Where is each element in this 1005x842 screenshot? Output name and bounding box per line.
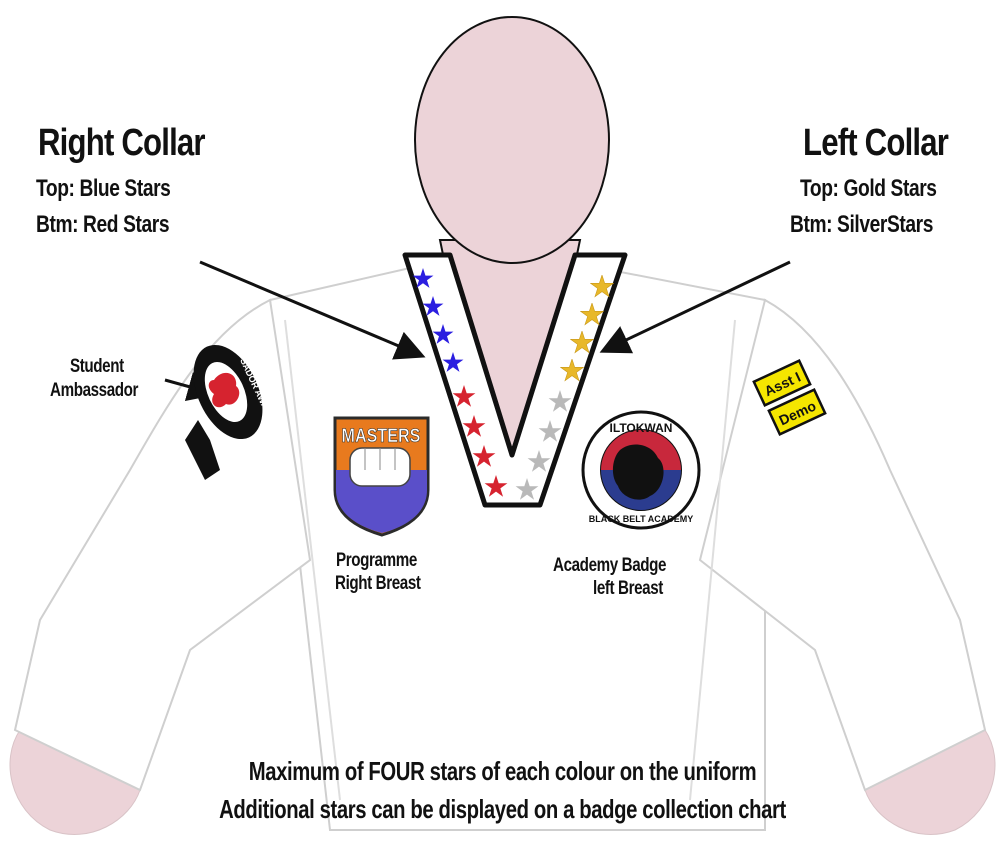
programme-label-line1: Programme <box>336 550 417 572</box>
left-collar-title: Left Collar <box>803 122 948 166</box>
right-sleeve <box>15 300 310 790</box>
right-collar-title: Right Collar <box>38 122 205 166</box>
head <box>415 17 609 263</box>
ambassador-label-line1: Student <box>70 356 124 378</box>
academy-label-line1: Academy Badge <box>553 555 666 577</box>
right-collar-bottom-label: Btm: Red Stars <box>36 211 169 239</box>
masters-patch-label: MASTERS <box>342 425 421 447</box>
left-collar-bottom-label: Btm: SilverStars <box>790 211 933 239</box>
academy-bottom-label: BLACK BELT ACADEMY <box>589 514 694 524</box>
footer-line2: Additional stars can be displayed on a b… <box>111 795 895 825</box>
academy-top-label: ILTOKWAN <box>610 421 673 435</box>
left-collar-top-label: Top: Gold Stars <box>800 175 937 203</box>
ambassador-label-line2: Ambassador <box>50 380 138 402</box>
right-collar-top-label: Top: Blue Stars <box>36 175 170 203</box>
footer-line1: Maximum of FOUR stars of each colour on … <box>111 757 895 787</box>
academy-label-line2: left Breast <box>593 578 663 600</box>
programme-label-line2: Right Breast <box>335 573 421 595</box>
